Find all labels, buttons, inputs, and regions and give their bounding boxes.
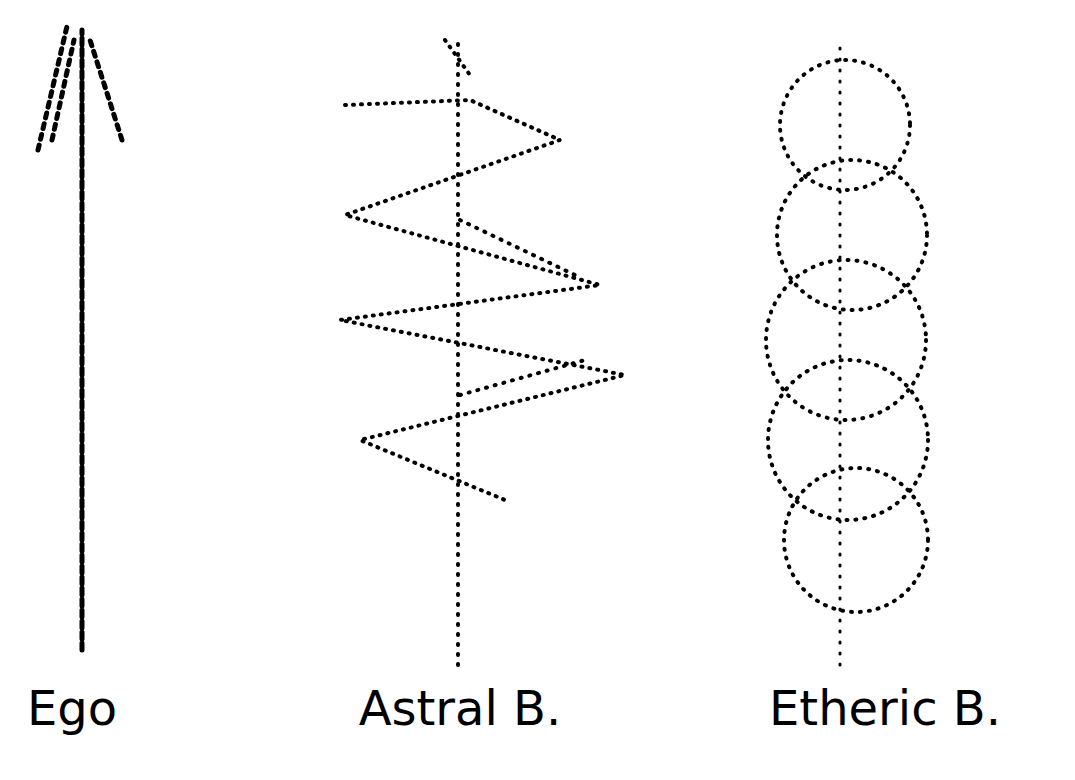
figure-label: Etheric B. [769, 680, 1001, 738]
etheric-circles [766, 45, 928, 665]
arrow-head [90, 40, 122, 140]
circle-loop [784, 468, 928, 612]
circle-loop [766, 260, 926, 420]
circle-loop [780, 60, 910, 190]
axis-line [456, 40, 460, 665]
figure-label: Ego [27, 680, 117, 738]
axis-line [839, 45, 842, 665]
arrow-head [38, 22, 74, 150]
figure-label: Astral B. [359, 680, 562, 738]
zigzag-line [460, 220, 585, 395]
circle-loop [768, 360, 928, 520]
zigzag-line [340, 40, 625, 500]
arrow-shaft [80, 30, 85, 650]
astral-zigzag [340, 40, 625, 665]
ego-arrow [38, 22, 122, 650]
